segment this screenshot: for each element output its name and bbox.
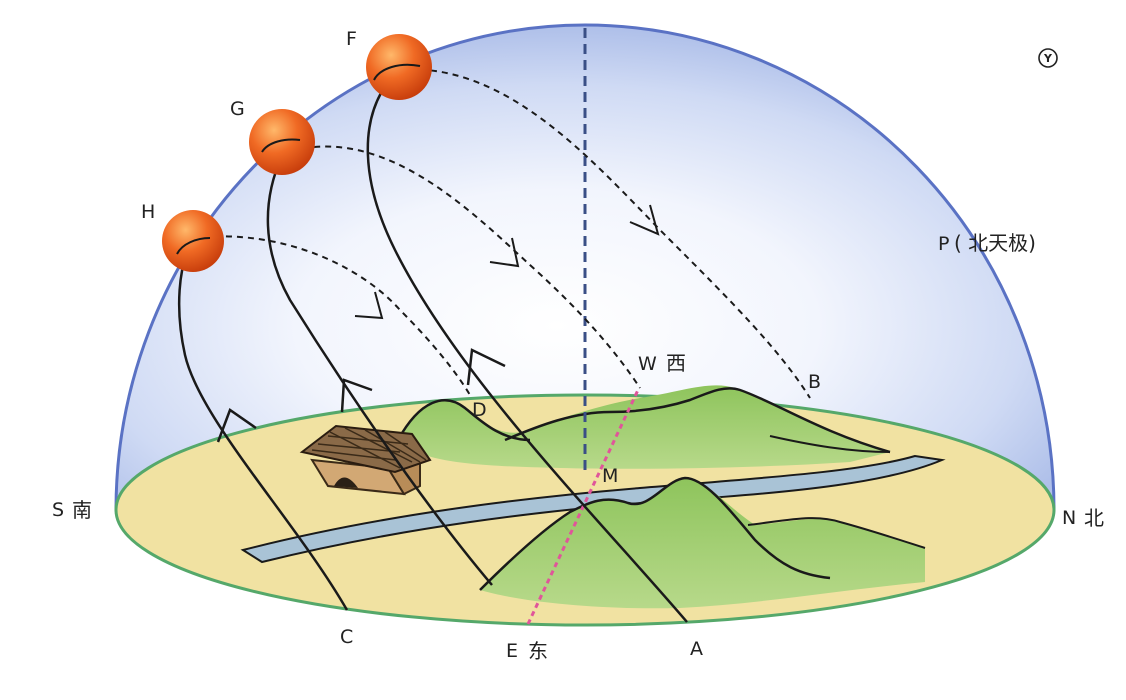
label-D: D [472,399,487,421]
arrow-icon [340,378,373,413]
sun-icon [366,34,432,100]
hill-ridge [504,387,891,454]
sun-path-rise-F [366,81,688,623]
arrow-icon [489,237,520,268]
hill-ridge [747,517,926,549]
hill-icon [398,385,890,469]
label-N-cn: 北 [1084,506,1104,530]
river-icon [240,454,946,564]
sun-path-set-D [192,235,471,396]
label-F: F [346,28,357,50]
label-B: B [808,371,821,393]
label-M: M [602,465,618,487]
label-S: S [52,499,64,521]
badge-label: Y [1043,52,1053,65]
label-E: E [506,640,518,662]
label-N: N [1062,507,1076,529]
arrow-icon [216,408,257,443]
badge-circle [1038,48,1058,68]
sun-path-rise-G [266,155,493,586]
label-W: W [638,353,657,375]
house-icon [299,424,432,496]
arrow-icon [629,204,660,236]
label-W-cn: 西 [666,351,686,375]
label-A: A [690,638,703,660]
sun-path-set-B [397,68,811,399]
label-P-cn: ( 北天极) [954,231,1036,255]
hill-ridge [396,399,531,442]
hill-ridge [479,476,831,591]
label-P: P [938,233,949,255]
arrow-icon [354,291,384,320]
sun-icon [249,109,315,175]
label-C: C [340,626,353,648]
label-H: H [141,201,155,223]
arrow-icon [466,348,506,386]
label-E-cn: 东 [528,639,548,663]
sun-path-rise-H [177,239,349,611]
label-S-cn: 南 [72,498,92,522]
celestial-dome [114,23,1056,512]
east-west-line [526,389,640,625]
label-G: G [230,98,245,120]
hill-ridge [769,435,891,453]
